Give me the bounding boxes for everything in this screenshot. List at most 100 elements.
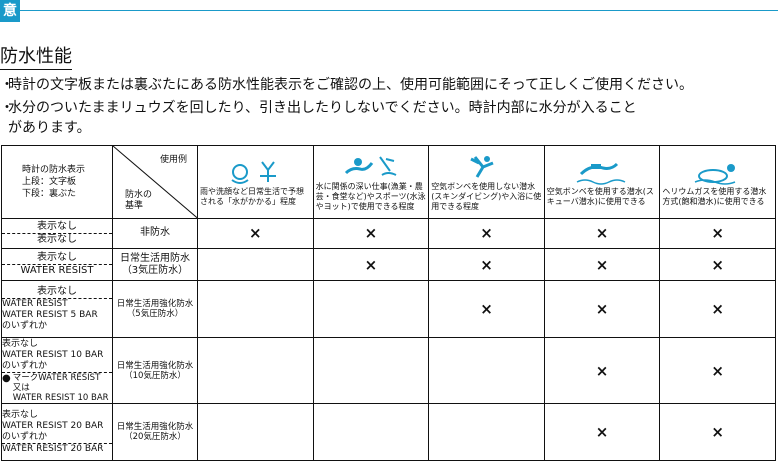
note-2-text: 水分のついたままリュウズを回したり、引き出したりしないでください。時計内部に水分…	[8, 100, 637, 116]
skin-diving-icon	[430, 152, 544, 182]
caution-header-box: 意	[0, 0, 20, 22]
display-bottom: WATER RESIST WATER RESIST 5 BAR のいずれか	[2, 298, 112, 332]
water-resist-mark-icon: ●	[2, 372, 11, 384]
standard-cell: 日常生活用強化防水 （5気圧防水）	[112, 280, 198, 338]
display-header-line1: 時計の防水表示	[22, 165, 86, 175]
display-cell: 表示なし WATER RESIST 20 BAR のいずれか WATER RES…	[1, 403, 113, 461]
mark-cell: ×	[312, 247, 430, 282]
mark-cell	[197, 403, 314, 461]
mark-cell: ×	[543, 247, 661, 282]
mark-cell: ×	[659, 403, 776, 461]
display-bottom: WATER RESIST	[2, 264, 112, 277]
usage-cell-3: 空気ボンベを使用しない潜水(スキンダイビング)や入浴に使用できる程度	[428, 145, 545, 219]
mark-cell	[428, 336, 545, 405]
bullet: ・	[0, 77, 14, 93]
mark-cell: ×	[659, 217, 776, 249]
mark-cell	[197, 247, 314, 282]
mark-cell: ×	[659, 336, 776, 405]
mark-cell: ×	[428, 217, 545, 249]
mark-cell: ×	[659, 280, 776, 338]
display-bottom: ● マークWATER RESIST 又は WATER RESIST 10 BAR	[2, 371, 112, 403]
usage-text-2: 水に関係の深い仕事(漁業・農芸・食堂など)やスポーツ(水泳やヨット)で使用できる…	[315, 181, 426, 211]
bullet: ・	[0, 100, 14, 116]
usage-text-1: 雨や洗顔など日常生活で予想される「水がかかる」程度	[200, 186, 304, 206]
standard-cell: 日常生活用防水 （3気圧防水）	[112, 247, 198, 282]
display-bottom: WATER RESIST 20 BAR	[2, 442, 112, 455]
usage-cell-2: 水に関係の深い仕事(漁業・農芸・食堂など)やスポーツ(水泳やヨット)で使用できる…	[312, 145, 430, 219]
table-row: 表示なし 表示なし 非防水 × × × × ×	[1, 217, 776, 249]
water-resistance-table: 時計の防水表示 上段：文字板 下段：裏ぶた 使用例 防水の基準 雨や洗顔など日常…	[1, 145, 776, 461]
usage-text-5: ヘリウムガスを使用する潜水方式(飽和潜水)に使用できる	[662, 186, 767, 206]
mark-cell	[428, 403, 545, 461]
standard-label: 防水の基準	[125, 190, 152, 212]
display-top: 表示なし	[37, 252, 77, 264]
cross-mark: ×	[711, 255, 724, 274]
mark-cell: ×	[543, 403, 661, 461]
caution-header-char: 意	[3, 3, 17, 19]
mark-cell: ×	[428, 280, 545, 338]
cross-mark: ×	[711, 300, 724, 319]
note-2-cont-text: があります。	[8, 120, 91, 136]
mark-cell	[312, 403, 430, 461]
usage-cell-5: ヘリウムガスを使用する潜水方式(飽和潜水)に使用できる	[659, 145, 776, 219]
display-cell: 表示なし 表示なし	[1, 217, 113, 249]
usage-cell-4: 空気ボンベを使用する潜水(スキューバ潜水)に使用できる	[543, 145, 661, 219]
standard-label-line1: 防水の	[125, 189, 153, 200]
display-top: 表示なし WATER RESIST 20 BAR のいずれか	[2, 409, 104, 442]
display-cell: 表示なし WATER RESIST WATER RESIST 5 BAR のいず…	[1, 280, 113, 338]
cross-mark: ×	[364, 224, 378, 243]
swimming-icon	[314, 152, 428, 182]
diagonal-line	[113, 146, 197, 218]
usage-label: 使用例	[159, 155, 187, 165]
display-bottom-text: マークWATER RESIST 又は WATER RESIST 10 BAR	[12, 372, 109, 403]
note-1-text: 時計の文字板または裏ぶたにある防水性能表示をご確認の上、使用可能範囲にそって正し…	[8, 77, 694, 93]
table-row: 表示なし WATER RESIST 日常生活用防水 （3気圧防水） × × × …	[1, 247, 776, 282]
display-top: 表示なし	[37, 286, 77, 298]
mark-cell	[197, 280, 314, 338]
cross-mark: ×	[595, 423, 609, 442]
standard-label-line2: 基準	[125, 200, 144, 211]
display-top: 表示なし	[37, 220, 77, 232]
cross-mark: ×	[711, 224, 724, 243]
cross-mark: ×	[595, 361, 609, 380]
mark-cell	[312, 280, 430, 338]
mark-cell: ×	[543, 280, 661, 338]
cross-mark: ×	[595, 300, 609, 319]
note-1: ・時計の文字板または裏ぶたにある防水性能表示をご確認の上、使用可能範囲にそって正…	[0, 75, 693, 95]
cross-mark: ×	[595, 255, 609, 274]
header-rule	[20, 10, 778, 11]
cross-mark: ×	[711, 361, 724, 380]
table-row: 表示なし WATER RESIST 20 BAR のいずれか WATER RES…	[1, 403, 776, 461]
cross-mark: ×	[249, 224, 262, 243]
table-header-row: 時計の防水表示 上段：文字板 下段：裏ぶた 使用例 防水の基準 雨や洗顔など日常…	[1, 145, 776, 219]
standard-cell: 日常生活用強化防水 （10気圧防水）	[112, 336, 198, 405]
cross-mark: ×	[595, 224, 609, 243]
mark-cell: ×	[312, 217, 430, 249]
display-header-line2: 上段：文字板	[22, 177, 77, 187]
display-cell: 表示なし WATER RESIST	[1, 247, 113, 282]
section-title: 防水性能	[0, 46, 72, 70]
mark-cell: ×	[543, 336, 661, 405]
cross-mark: ×	[480, 224, 493, 243]
cross-mark: ×	[480, 255, 493, 274]
mark-cell: ×	[543, 217, 661, 249]
mark-cell: ×	[659, 247, 776, 282]
saturation-diving-icon	[661, 157, 775, 187]
display-header-cell: 時計の防水表示 上段：文字板 下段：裏ぶた	[1, 145, 113, 219]
corner-cell: 使用例 防水の基準	[112, 145, 198, 219]
standard-cell: 日常生活用強化防水 （20気圧防水）	[112, 403, 198, 461]
usage-text-3: 空気ボンベを使用しない潜水(スキンダイビング)や入浴に使用できる程度	[431, 181, 542, 211]
display-bottom: 表示なし	[2, 232, 112, 246]
usage-cell-1: 雨や洗顔など日常生活で予想される「水がかかる」程度	[197, 145, 314, 219]
mark-cell: ×	[428, 247, 545, 282]
cross-mark: ×	[364, 255, 378, 274]
cross-mark: ×	[711, 423, 724, 442]
mark-cell	[312, 336, 430, 405]
display-header-line3: 下段：裏ぶた	[22, 189, 77, 199]
display-cell: 表示なし WATER RESIST 10 BAR のいずれか ● マークWATE…	[1, 336, 113, 405]
scuba-diving-icon	[545, 157, 659, 187]
note-2: ・水分のついたままリュウズを回したり、引き出したりしないでください。時計内部に水…	[0, 98, 637, 118]
mark-cell: ×	[197, 217, 314, 249]
table-row: 表示なし WATER RESIST 10 BAR のいずれか ● マークWATE…	[1, 336, 776, 405]
standard-cell: 非防水	[112, 217, 198, 249]
